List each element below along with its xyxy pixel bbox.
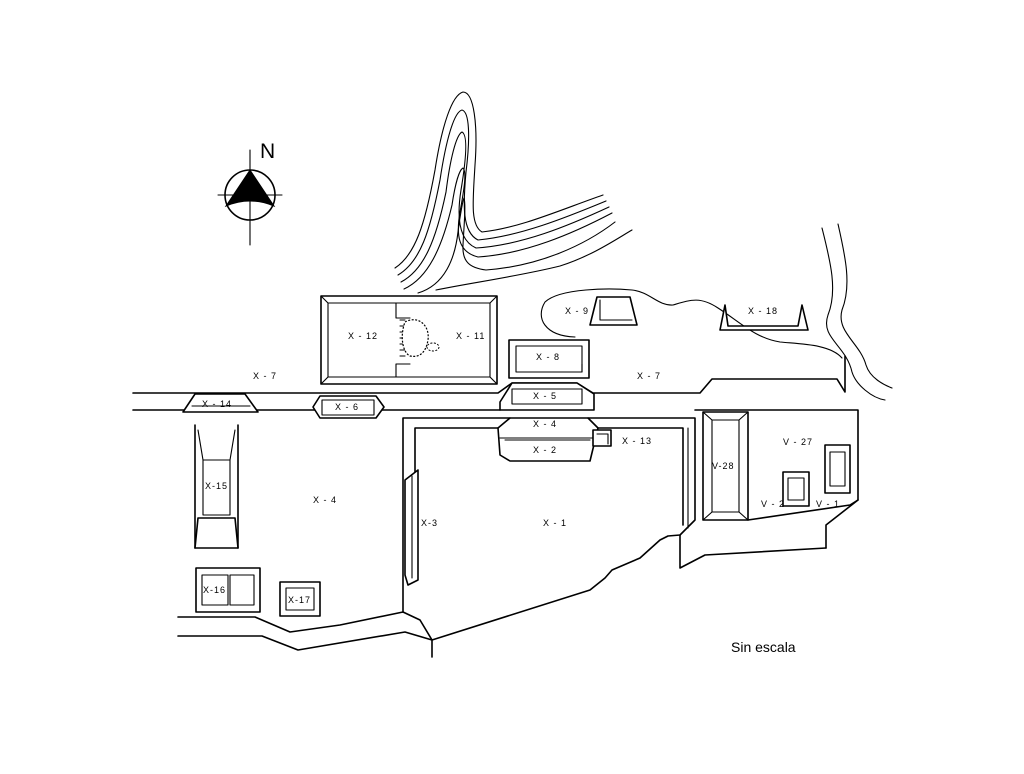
label-x16: X-16 xyxy=(203,585,226,595)
south-walls xyxy=(177,611,433,651)
label-x13: X - 13 xyxy=(622,436,652,446)
label-x1: X - 1 xyxy=(543,518,567,528)
label-x4-plaza: X - 4 xyxy=(313,495,337,505)
structure-x16 xyxy=(195,567,261,613)
structure-x15 xyxy=(194,424,239,549)
label-v28: V-28 xyxy=(712,461,735,471)
structure-x14 xyxy=(182,393,259,413)
structure-x12-x11 xyxy=(320,295,498,385)
label-x18: X - 18 xyxy=(748,306,778,316)
label-x7-west: X - 7 xyxy=(253,371,277,381)
label-x11: X - 11 xyxy=(456,331,485,341)
label-x12: X - 12 xyxy=(348,331,378,341)
structure-v28 xyxy=(702,411,749,521)
label-x7-east: X - 7 xyxy=(637,371,661,381)
north-letter: N xyxy=(260,140,275,163)
structure-v-group xyxy=(679,409,859,569)
river xyxy=(821,223,893,401)
label-x17: X-17 xyxy=(288,595,311,605)
north-arrow-icon: N xyxy=(217,140,283,246)
label-x8: X - 8 xyxy=(536,352,560,362)
structure-x9 xyxy=(589,296,638,326)
label-v1: V - 1 xyxy=(816,499,840,509)
structure-x13 xyxy=(592,429,612,447)
structure-x6 xyxy=(312,395,385,419)
label-x3: X-3 xyxy=(421,518,438,528)
structure-x1 xyxy=(402,417,696,658)
label-x14: X - 14 xyxy=(202,399,232,409)
label-x5: X - 5 xyxy=(533,391,557,401)
structure-labels: X - 1 X - 2 X-3 X - 4 X - 4 X - 5 X - 6 … xyxy=(202,306,840,605)
structure-x8 xyxy=(508,339,590,379)
label-x15: X-15 xyxy=(205,481,228,491)
label-x2: X - 2 xyxy=(533,445,557,455)
label-x6: X - 6 xyxy=(335,402,359,412)
label-v27: V - 27 xyxy=(783,437,813,447)
plaza-outline xyxy=(540,288,843,359)
structure-x5 xyxy=(499,382,595,411)
structure-x18 xyxy=(719,304,809,331)
label-x4: X - 4 xyxy=(533,419,557,429)
scale-note: Sin escala xyxy=(731,639,796,655)
label-v2: V - 2 xyxy=(761,499,785,509)
label-x9: X - 9 xyxy=(565,306,589,316)
contour-lines xyxy=(394,91,633,294)
structure-x17 xyxy=(279,581,321,617)
